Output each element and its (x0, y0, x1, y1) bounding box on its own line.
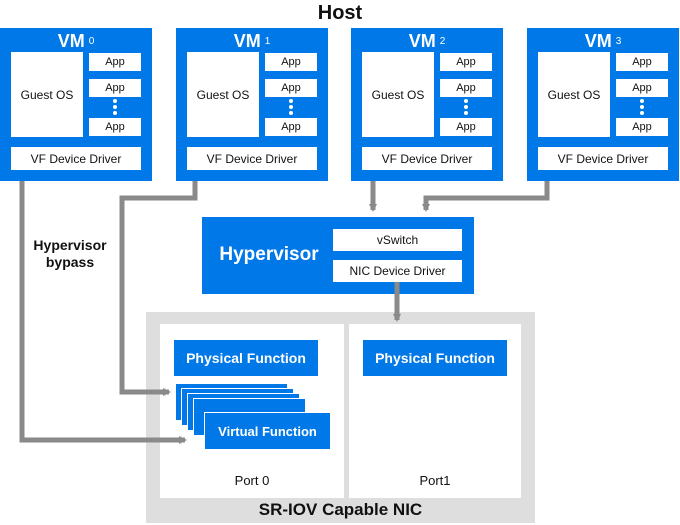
vm-1-guest-os: Guest OS (187, 52, 259, 137)
vm-0-bypass-arrow (19, 181, 187, 444)
vm-1-app-1: App (265, 53, 317, 71)
port-0-label: Port 0 (234, 472, 270, 488)
hypervisor-label: Hypervisor (219, 244, 319, 265)
vm-0-app-3: App (89, 118, 141, 136)
vm-1-index: 1 (264, 35, 271, 47)
vm-1-vf-driver: VF Device Driver (187, 147, 317, 170)
vswitch: vSwitch (333, 229, 462, 251)
vm-2-vf-driver: VF Device Driver (362, 147, 492, 170)
vm-0-title-text: VM (57, 30, 85, 51)
port-1-physical-function: Physical Function (363, 340, 507, 376)
port-1-label: Port1 (419, 472, 451, 488)
vm-0-vf-driver: VF Device Driver (11, 147, 141, 170)
vm-3-index: 3 (615, 35, 622, 47)
vm-2-title-text: VM (408, 30, 436, 51)
port-0-physical-function: Physical Function (174, 340, 318, 376)
vm-3-more-dots (616, 99, 668, 115)
vm-1-app-3: App (265, 118, 317, 136)
vm-3-app-3: App (616, 118, 668, 136)
vm-3-title-text: VM (584, 30, 612, 51)
bypass-line-2: bypass (45, 254, 95, 270)
vm-1-more-dots (265, 99, 317, 115)
vm-0-guest-os: Guest OS (11, 52, 83, 137)
vm-3-guest-os: Guest OS (538, 52, 610, 137)
vm-0-more-dots (89, 99, 141, 115)
vm-0-index: 0 (88, 35, 95, 47)
sriov-nic: Physical Function Virtual Function Port … (146, 312, 535, 523)
vm-3-app-1: App (616, 53, 668, 71)
hypervisor: Hypervisor vSwitch NIC Device Driver (202, 217, 474, 294)
vm-3-app-2: App (616, 79, 668, 97)
port-1: Physical Function Port1 (349, 324, 521, 498)
vm-0-app-2: App (89, 79, 141, 97)
nic-label: SR-IOV Capable NIC (258, 500, 423, 519)
vm-1-app-2: App (265, 79, 317, 97)
bypass-line-1: Hypervisor (33, 237, 107, 253)
vm-2-guest-os: Guest OS (362, 52, 434, 137)
vm-3-vf-driver: VF Device Driver (538, 147, 668, 170)
port-0: Physical Function Virtual Function Port … (160, 324, 344, 498)
vm-2-app-3: App (440, 118, 492, 136)
vm-1-title-text: VM (233, 30, 261, 51)
vm-2-index: 2 (439, 35, 446, 47)
nic-device-driver: NIC Device Driver (333, 260, 462, 282)
port-0-virtual-function: Virtual Function (204, 412, 331, 450)
vm-2-app-2: App (440, 79, 492, 97)
vm-0-app-1: App (89, 53, 141, 71)
vm-2-more-dots (440, 99, 492, 115)
vm-1-vf-arrow (119, 181, 198, 396)
host-title: Host (317, 1, 363, 24)
vm-2-app-1: App (440, 53, 492, 71)
vm-3-vswitch-arrow (422, 181, 550, 212)
hypervisor-bypass-label: Hypervisor bypass (30, 237, 110, 271)
